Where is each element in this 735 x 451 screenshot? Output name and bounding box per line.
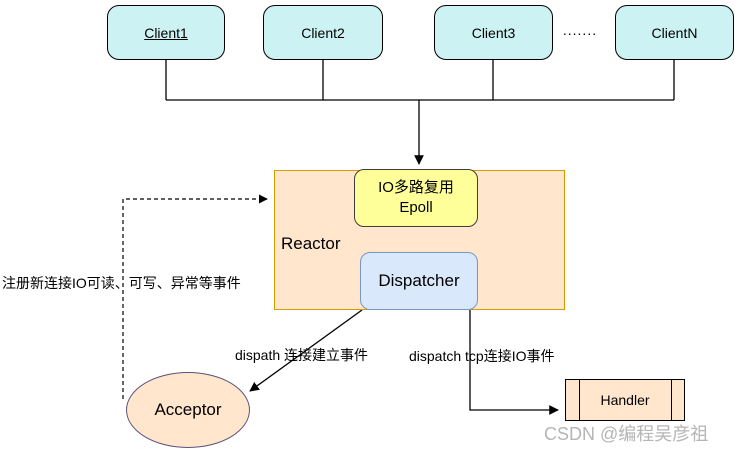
node-acceptor: Acceptor (126, 372, 250, 448)
annotation-register-events: 注册新连接IO可读、可写、异常等事件 (2, 275, 241, 291)
node-dispatcher-label: Dispatcher (378, 271, 460, 290)
node-client1: Client1 (107, 5, 225, 60)
clients-ellipsis: ....... (562, 22, 598, 38)
node-epoll-line1: IO多路复用 (378, 178, 454, 196)
node-epoll-line2: Epoll (399, 199, 433, 216)
node-clientN: ClientN (615, 5, 734, 60)
node-dispatcher: Dispatcher (360, 252, 478, 310)
node-client2: Client2 (263, 5, 383, 60)
node-client3-label: Client3 (471, 24, 516, 41)
node-client1-label: Client1 (144, 24, 188, 41)
node-client3: Client3 (434, 5, 553, 60)
annotation-dispatch-io: dispatch tcp连接IO事件 (409, 348, 555, 364)
node-acceptor-label: Acceptor (154, 400, 222, 419)
node-handler: Handler (565, 379, 685, 421)
node-reactor-label: Reactor (281, 234, 341, 253)
node-handler-label: Handler (600, 392, 650, 408)
node-client2-label: Client2 (301, 24, 345, 41)
node-epoll: IO多路复用 Epoll (354, 169, 478, 227)
annotation-dispatch-accept: dispath 连接建立事件 (235, 347, 369, 363)
handler-right-bar (671, 380, 672, 420)
node-clientN-label: ClientN (651, 24, 698, 41)
handler-left-bar (579, 380, 580, 420)
csdn-watermark: CSDN @编程吴彦祖 (544, 424, 709, 444)
